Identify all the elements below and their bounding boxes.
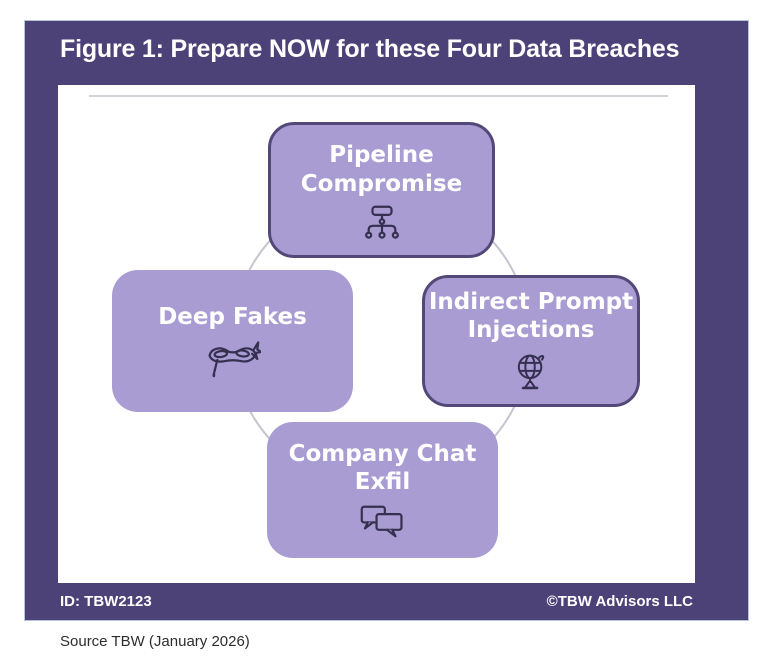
node-label: Deep Fakes: [158, 304, 307, 331]
figure-id: ID: TBW2123: [60, 593, 152, 610]
globe-icon: [514, 351, 548, 394]
footer-bar: ID: TBW2123 ©TBW Advisors LLC: [25, 583, 748, 620]
node-company-chat-exfil: Company Chat Exfil: [267, 422, 498, 558]
node-indirect-prompt-injections: Indirect Prompt Injections: [422, 275, 640, 407]
diagram-panel: Pipeline Compromise Deep Fakes: [58, 85, 695, 583]
node-label: Pipeline Compromise: [300, 142, 463, 197]
node-deep-fakes: Deep Fakes: [112, 270, 353, 412]
divider-line: [89, 95, 668, 97]
node-label: Indirect Prompt Injections: [428, 288, 634, 343]
copyright: ©TBW Advisors LLC: [546, 593, 693, 610]
node-pipeline-compromise: Pipeline Compromise: [268, 122, 495, 258]
source-note: Source TBW (January 2026): [60, 633, 250, 650]
masquerade-mask-icon: [205, 339, 261, 377]
chat-bubbles-icon: [359, 503, 407, 540]
sitemap-icon: [362, 205, 402, 239]
node-label: Company Chat Exfil: [288, 440, 477, 495]
figure-frame: Figure 1: Prepare NOW for these Four Dat…: [25, 21, 748, 620]
figure-title: Figure 1: Prepare NOW for these Four Dat…: [60, 35, 680, 63]
